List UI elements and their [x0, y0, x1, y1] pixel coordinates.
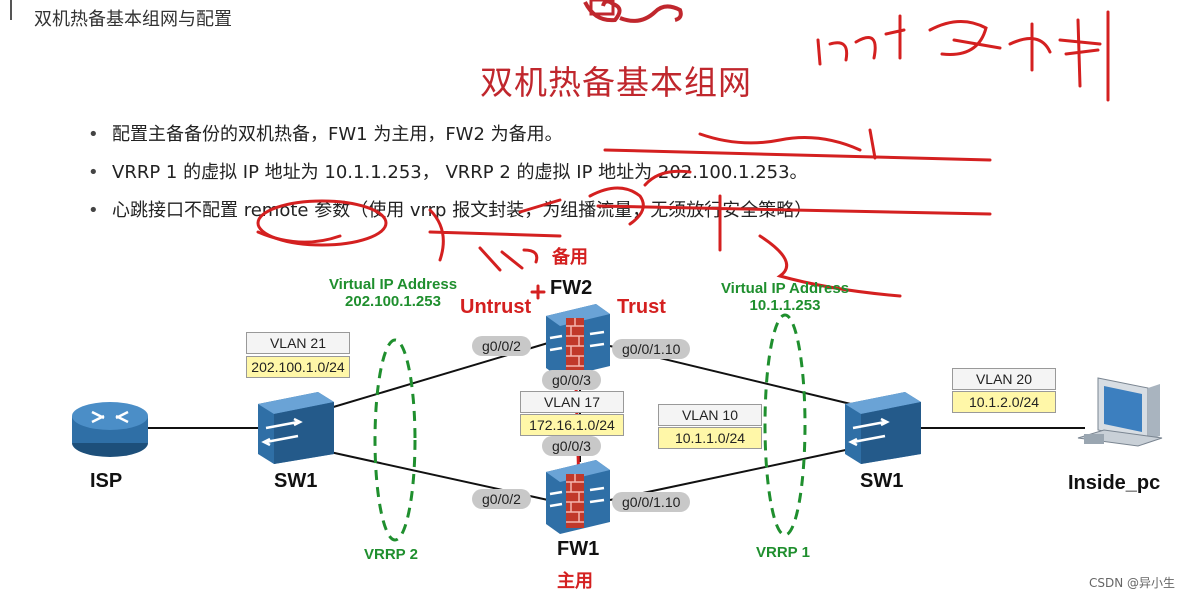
router-icon: [72, 402, 148, 457]
subnet10-box: 10.1.1.0/24: [658, 427, 762, 449]
fw1-iface-g002: g0/0/2: [472, 489, 531, 509]
fw1-role-label: 主用: [557, 571, 593, 591]
fw2-role-label: 备用: [552, 247, 588, 267]
switch-left-label: SW1: [274, 470, 318, 492]
firewall-icon: [546, 460, 610, 534]
trust-zone-label: Trust: [617, 296, 666, 318]
fw2-iface-g0011: g0/0/1.10: [612, 339, 691, 359]
bullet-item: 配置主备备份的双机热备，FW1 为主用，FW2 为备用。: [88, 122, 812, 160]
vlan17-box: VLAN 17: [520, 391, 624, 413]
subnet17-box: 172.16.1.0/24: [520, 414, 624, 436]
link-fw1-swr: [609, 447, 856, 501]
handwriting-annotation: [256, 10, 1110, 300]
vip-left-title: Virtual IP Address: [328, 276, 458, 293]
pc-icon: [1077, 377, 1163, 447]
vip-right-block: Virtual IP Address 10.1.1.253: [710, 280, 860, 314]
fw1-label: FW1: [557, 538, 600, 560]
pc-label: Inside_pc: [1068, 472, 1161, 494]
bullet-item: VRRP 1 的虚拟 IP 地址为 10.1.1.253， VRRP 2 的虚拟…: [88, 160, 812, 198]
switch-right-label: SW1: [860, 470, 904, 492]
fw2-iface-g002: g0/0/2: [472, 336, 531, 356]
fw2-label: FW2: [550, 277, 593, 299]
watermark: CSDN @异小生: [1088, 576, 1175, 590]
untrust-zone-label: Untrust: [460, 296, 532, 318]
switch-icon: [845, 392, 921, 464]
vip-left-block: Virtual IP Address 202.100.1.253: [318, 276, 468, 310]
firewall-icon: [546, 304, 610, 378]
vrrp2-label: VRRP 2: [364, 546, 418, 563]
vrrp2-ellipse: [373, 338, 417, 542]
vrrp1-label: VRRP 1: [756, 544, 810, 561]
vlan21-box: VLAN 21: [246, 332, 350, 354]
vip-right-title: Virtual IP Address: [720, 280, 850, 297]
slide-corner-title: 双机热备基本组网与配置: [34, 9, 232, 30]
vip-right-ip: 10.1.1.253: [749, 297, 821, 314]
subnet20-box: 10.1.2.0/24: [952, 391, 1056, 413]
page-title: 双机热备基本组网: [480, 63, 752, 102]
slide-edge-bar: [10, 0, 12, 20]
vrrp1-ellipse: [763, 313, 807, 537]
fw2-iface-g003: g0/0/3: [542, 370, 601, 390]
fw1-iface-g003: g0/0/3: [542, 436, 601, 456]
switch-icon: [258, 392, 334, 464]
isp-label: ISP: [90, 470, 123, 492]
subnet21-box: 202.100.1.0/24: [246, 356, 350, 378]
fw1-iface-g0011: g0/0/1.10: [612, 492, 691, 512]
vlan20-box: VLAN 20: [952, 368, 1056, 390]
vip-left-ip: 202.100.1.253: [345, 293, 441, 310]
vlan10-box: VLAN 10: [658, 404, 762, 426]
